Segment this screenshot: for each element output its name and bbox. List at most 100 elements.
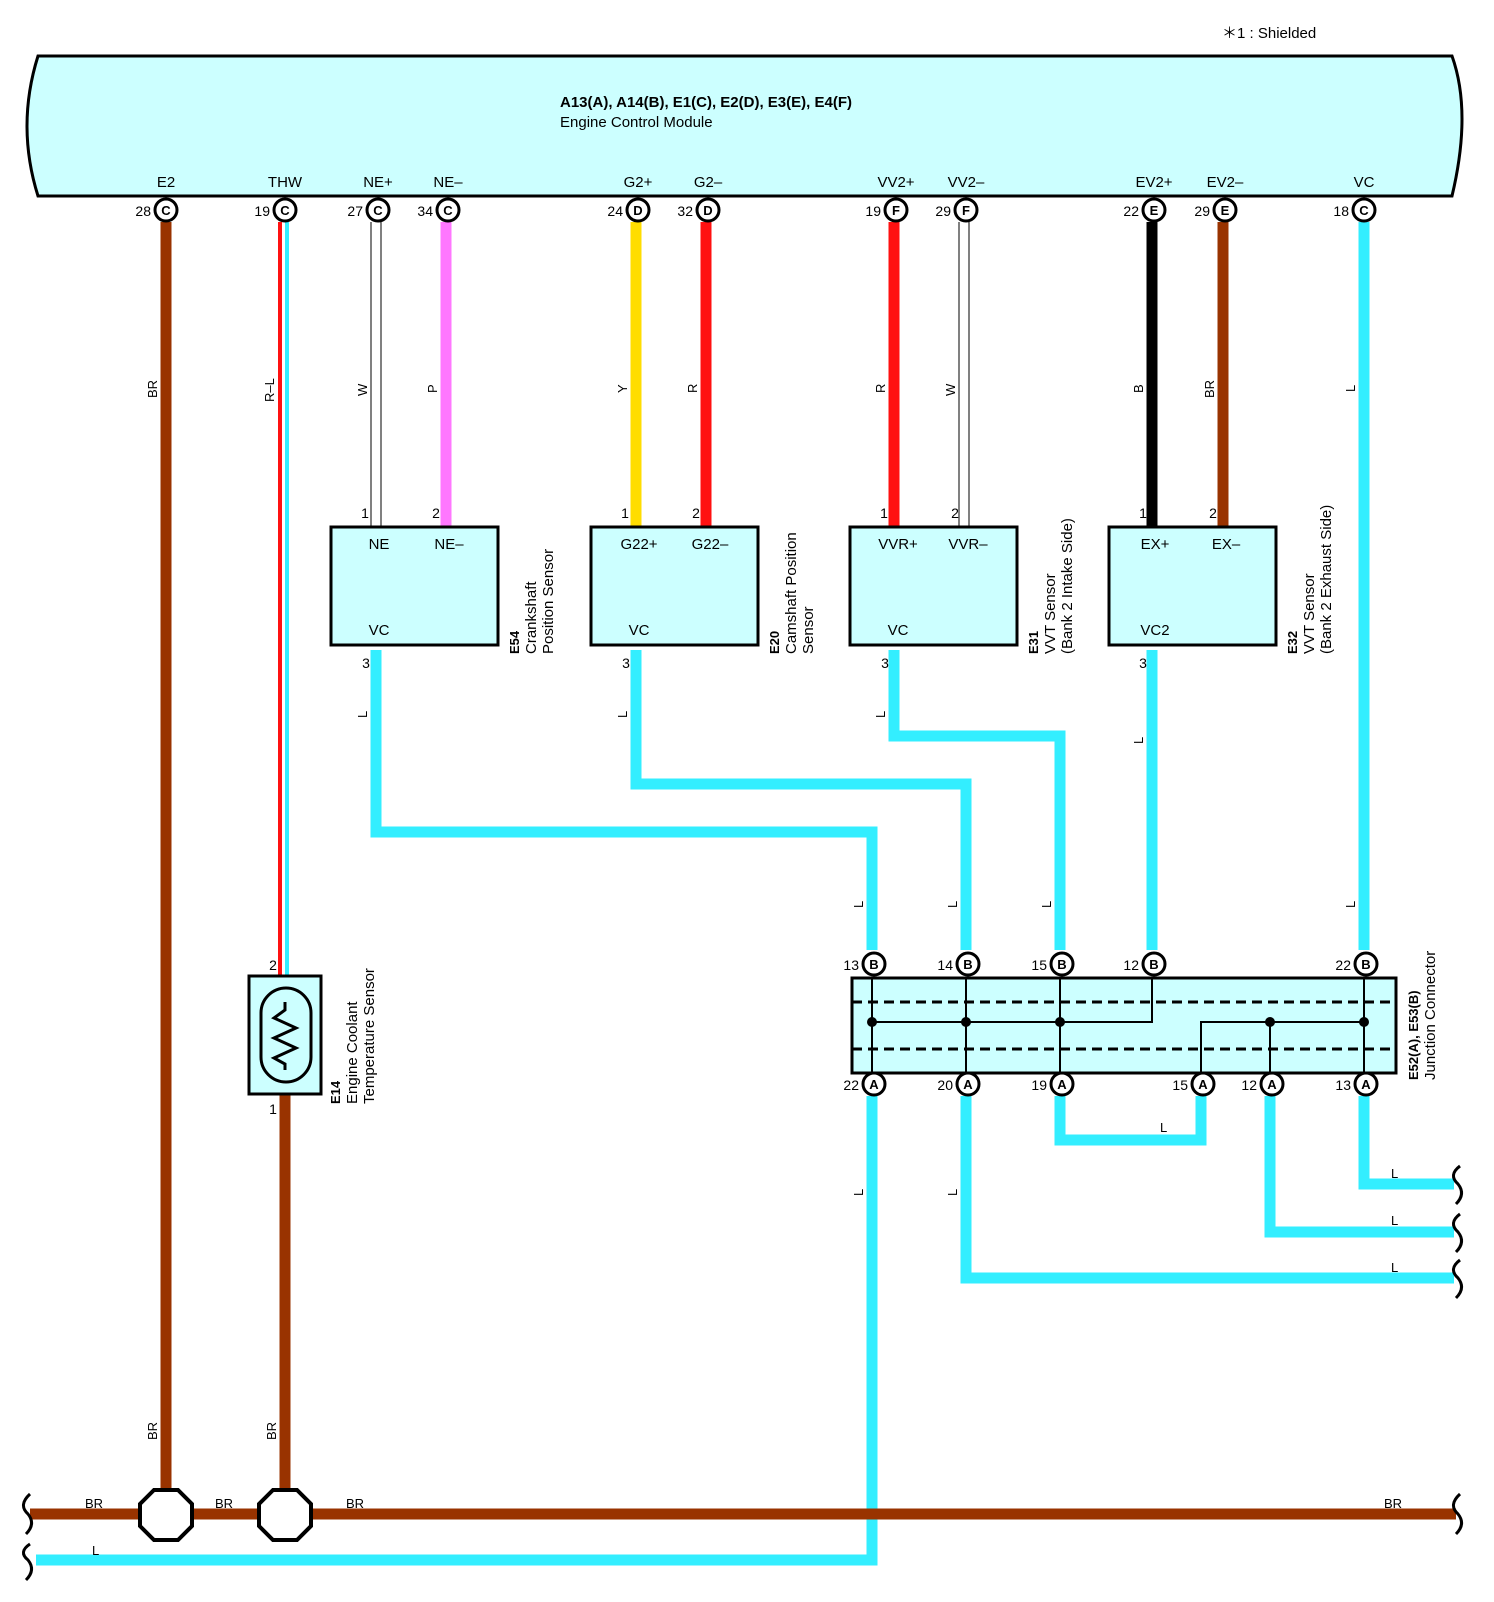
ja-pin-22 [861,1071,887,1097]
ecm-pin-ne-minus [435,197,461,223]
ja-pinno-12: 12 [1241,1077,1257,1093]
term-ne-plus: NE+ [363,174,393,191]
ja-pin-15 [1190,1071,1216,1097]
e14-p-bot: 1 [269,1101,277,1117]
ja-pin-19 [1049,1071,1075,1097]
jb-pinno-15: 15 [1031,957,1047,973]
term-vv2-minus: VV2– [948,174,985,191]
ecm-pinno-g2-minus: 32 [677,203,693,219]
wl-l-jb14: L [945,901,960,908]
ecm-conn-vv2-minus: F [962,203,970,218]
wire-ja20-l [960,1096,1454,1284]
ecm-pinno-ne-minus: 34 [417,203,433,219]
ja-pin-12 [1259,1071,1285,1097]
junction-connector: E52(A), E53(B) Junction Connector [850,951,1439,1080]
wl-l-jb13: L [851,901,866,908]
wl-l-ja22: L [851,1189,866,1196]
wl-l-e20: L [615,711,630,718]
e54-id: E54 [507,630,522,654]
term-vc: VC [1354,174,1375,191]
ecm-pin-ne-plus [365,197,391,223]
e54-t3: VC [369,622,390,639]
ecm-conn-vc: C [1359,203,1369,218]
e20-p3: 3 [622,655,630,671]
sensor-e32: EX+ EX– VC2 1 2 3 E32 VVT Sensor (Bank 2… [1107,505,1335,671]
ja-pin-20 [955,1071,981,1097]
ecm-pin-vc [1351,197,1377,223]
e20-line2: Sensor [800,606,817,654]
sensor-e20: G22+ G22– VC 1 2 3 E20 Camshaft Position… [589,505,817,671]
e31-t1: VVR+ [878,536,918,553]
jb-pinno-12: 12 [1123,957,1139,973]
ecm-pinno-vv2-plus: 19 [865,203,881,219]
e54-p1: 1 [361,505,369,521]
jb-pinno-22: 22 [1335,957,1351,973]
ecm-pinno-thw: 19 [254,203,270,219]
e31-p1: 1 [880,505,888,521]
ja-pinno-13: 13 [1335,1077,1351,1093]
e31-line1: VVT Sensor [1042,573,1059,654]
wire-e20-vc-l [630,650,972,950]
ecm-pin-g2-plus [625,197,651,223]
e20-t3: VC [629,622,650,639]
sensor-e14: 2 1 E14 Engine Coolant Temperature Senso… [247,957,378,1117]
ja-conn-12: A [1267,1077,1277,1092]
e31-p2: 2 [951,505,959,521]
wl-l-jb22: L [1343,901,1358,908]
e14-line1: Engine Coolant [344,1001,361,1104]
ja-pin-13 [1353,1071,1379,1097]
wl-l-vc: L [1343,385,1358,392]
jb-pinno-14: 14 [937,957,953,973]
jb-conn-12: B [1149,957,1158,972]
term-g2-plus: G2+ [624,174,653,191]
wl-l-e31: L [873,711,888,718]
jb-conn-13: B [869,957,878,972]
e32-p1: 1 [1139,505,1147,521]
e20-p2: 2 [692,505,700,521]
ecm-conn-ne-minus: C [443,203,453,218]
wl-rl-thw: R–L [262,378,277,402]
e20-p1: 1 [621,505,629,521]
e32-p3: 3 [1139,655,1147,671]
e31-p3: 3 [881,655,889,671]
sensor-e31: VVR+ VVR– VC 1 2 3 E31 VVT Sensor (Bank … [848,505,1076,671]
wire-ja12-l [1264,1096,1454,1238]
ecm-pinno-g2-plus: 24 [607,203,623,219]
ecm-conn-vv2-plus: F [892,203,900,218]
ecm-pinno-vc: 18 [1333,203,1349,219]
wire-ja19-15-l [1054,1096,1207,1146]
wl-l-jb15: L [1039,901,1054,908]
wl-l-e32: L [1131,737,1146,744]
wl-br-bus2: BR [215,1496,233,1511]
wl-y-g2: Y [615,384,630,393]
e14-line2: Temperature Sensor [361,968,378,1104]
ja-conn-22: A [869,1077,879,1092]
ja-conn-19: A [1057,1077,1067,1092]
splice-point-1 [138,1488,194,1542]
ecm-pin-vv2-minus [953,197,979,223]
term-g2-minus: G2– [694,174,723,191]
ecm-pin-g2-minus [695,197,721,223]
e14-p-top: 2 [269,957,277,973]
ja-pinno-15: 15 [1172,1077,1188,1093]
ja-conn-20: A [963,1077,973,1092]
wl-b-ev2: B [1131,384,1146,393]
wl-r-g2: R [685,384,700,393]
jb-conn-14: B [963,957,972,972]
e32-line1: VVT Sensor [1301,573,1318,654]
jb-pin-12 [1141,951,1167,977]
e32-p2: 2 [1209,505,1217,521]
wl-br-e2: BR [145,380,160,398]
ecm-pinno-ne-plus: 27 [347,203,363,219]
wl-br-e2-low: BR [145,1422,160,1440]
e54-p3: 3 [362,655,370,671]
wl-l-out2: L [1391,1213,1398,1228]
break-marks [22,1164,1463,1582]
e54-t2: NE– [434,536,464,553]
ecm-box [25,54,1464,198]
ecm-pin-thw [272,197,298,223]
wl-br-ev2: BR [1202,380,1217,398]
e32-id: E32 [1285,631,1300,654]
ecm-conn-thw: C [280,203,290,218]
term-vv2-plus: VV2+ [877,174,914,191]
